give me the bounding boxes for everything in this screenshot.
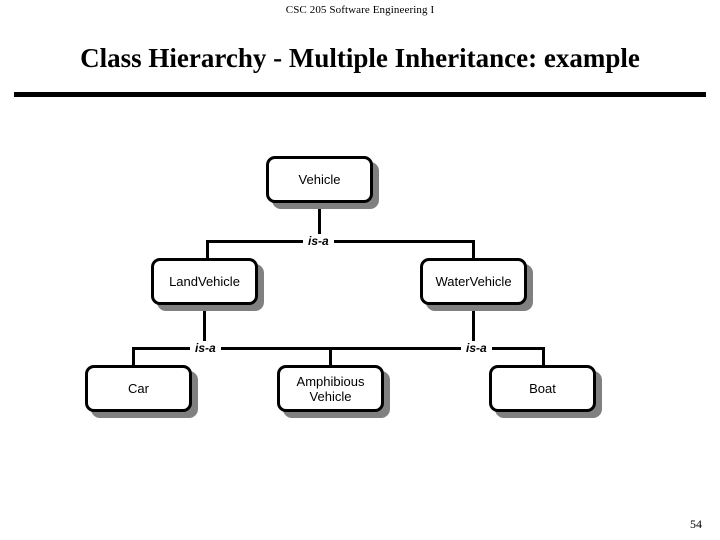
node-amphibious-label-line1: Amphibious bbox=[296, 373, 365, 389]
title-divider bbox=[14, 92, 706, 97]
node-vehicle-label: Vehicle bbox=[298, 172, 341, 187]
course-header: CSC 205 Software Engineering I bbox=[285, 4, 435, 16]
page-title: Class Hierarchy - Multiple Inheritance: … bbox=[80, 43, 640, 73]
node-boat-label: Boat bbox=[529, 381, 556, 396]
node-watervehicle[interactable]: WaterVehicle bbox=[420, 258, 527, 305]
edge-bus-level2 bbox=[132, 347, 545, 350]
edge-to-watervehicle bbox=[472, 240, 475, 260]
node-amphibious[interactable]: Amphibious Vehicle bbox=[277, 365, 384, 412]
node-amphibious-label-line2: Vehicle bbox=[309, 388, 352, 404]
node-car-label: Car bbox=[128, 381, 149, 396]
edge-vehicle-stub bbox=[318, 205, 321, 242]
edge-landvehicle-stub bbox=[203, 305, 206, 349]
edge-to-amphibious bbox=[329, 347, 332, 367]
isa-label-right: is-a bbox=[461, 341, 492, 355]
node-car[interactable]: Car bbox=[85, 365, 192, 412]
isa-label-left: is-a bbox=[190, 341, 221, 355]
page-number: 54 bbox=[690, 517, 702, 531]
node-boat[interactable]: Boat bbox=[489, 365, 596, 412]
edge-watervehicle-stub bbox=[472, 305, 475, 349]
edge-bus-level1 bbox=[206, 240, 475, 243]
node-watervehicle-label: WaterVehicle bbox=[435, 274, 512, 289]
edge-to-boat bbox=[542, 347, 545, 367]
isa-label-top: is-a bbox=[303, 234, 334, 248]
node-landvehicle[interactable]: LandVehicle bbox=[151, 258, 258, 305]
edge-to-landvehicle bbox=[206, 240, 209, 260]
edge-to-car bbox=[132, 347, 135, 367]
node-landvehicle-label: LandVehicle bbox=[169, 274, 240, 289]
node-vehicle[interactable]: Vehicle bbox=[266, 156, 373, 203]
